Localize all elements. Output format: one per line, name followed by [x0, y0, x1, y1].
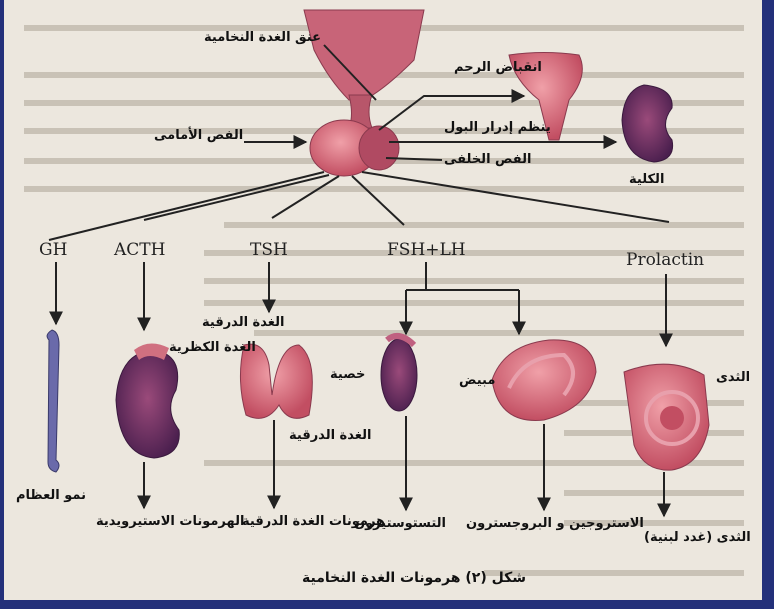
label-adrenal-gland: الغدة الكظرية	[169, 340, 256, 355]
pituitary-diagram	[4, 0, 762, 600]
hormone-gh: GH	[39, 240, 67, 260]
label-ovary: مبيض	[459, 373, 495, 388]
label-testosterone: التستوستيرون	[354, 516, 446, 531]
label-anterior-lobe: الفص الأمامى	[154, 128, 243, 143]
kidney-organ	[622, 85, 673, 162]
label-breast: الثدى	[716, 370, 750, 385]
figure-caption: شكل (٢) هرمونات الغدة النخامية	[302, 570, 526, 586]
pituitary-posterior-lobe	[359, 126, 399, 170]
label-steroid-hormones: الهرمونات الاستيرويدية	[96, 514, 244, 529]
label-posterior-lobe: الفص الخلفى	[444, 152, 531, 167]
hormone-prolactin: Prolactin	[626, 250, 704, 270]
label-bone-growth: نمو العظام	[16, 488, 86, 503]
label-uterus: انقباض الرحم	[454, 60, 542, 75]
label-estrogen-progesterone: الاستروجين و البروجسترون	[466, 516, 644, 531]
label-testis: خصية	[330, 367, 365, 382]
ovary-organ	[492, 340, 596, 421]
hormone-acth: ACTH	[114, 240, 165, 260]
label-pituitary-stalk: عنق الغدة النخامية	[204, 30, 321, 45]
testis-organ	[381, 339, 417, 411]
label-thyroid-gland: الغدة الدرقية	[289, 428, 371, 443]
textbook-page: عنق الغدة النخامية انقباض الرحم ينظم إدر…	[4, 0, 762, 600]
adrenal-kidney-organ	[116, 350, 179, 458]
label-urine-regulation: ينظم إدرار البول	[444, 120, 551, 135]
hormone-tsh: TSH	[250, 240, 288, 260]
label-kidney: الكلية	[629, 172, 664, 187]
thyroid-organ	[240, 344, 312, 418]
bone-shape	[47, 330, 59, 472]
label-thyroid-target: الغدة الدرقية	[202, 315, 284, 330]
label-mammary-glands: الثدى (غدد لبنية)	[644, 530, 751, 545]
hormone-fsh-lh: FSH+LH	[387, 240, 466, 260]
